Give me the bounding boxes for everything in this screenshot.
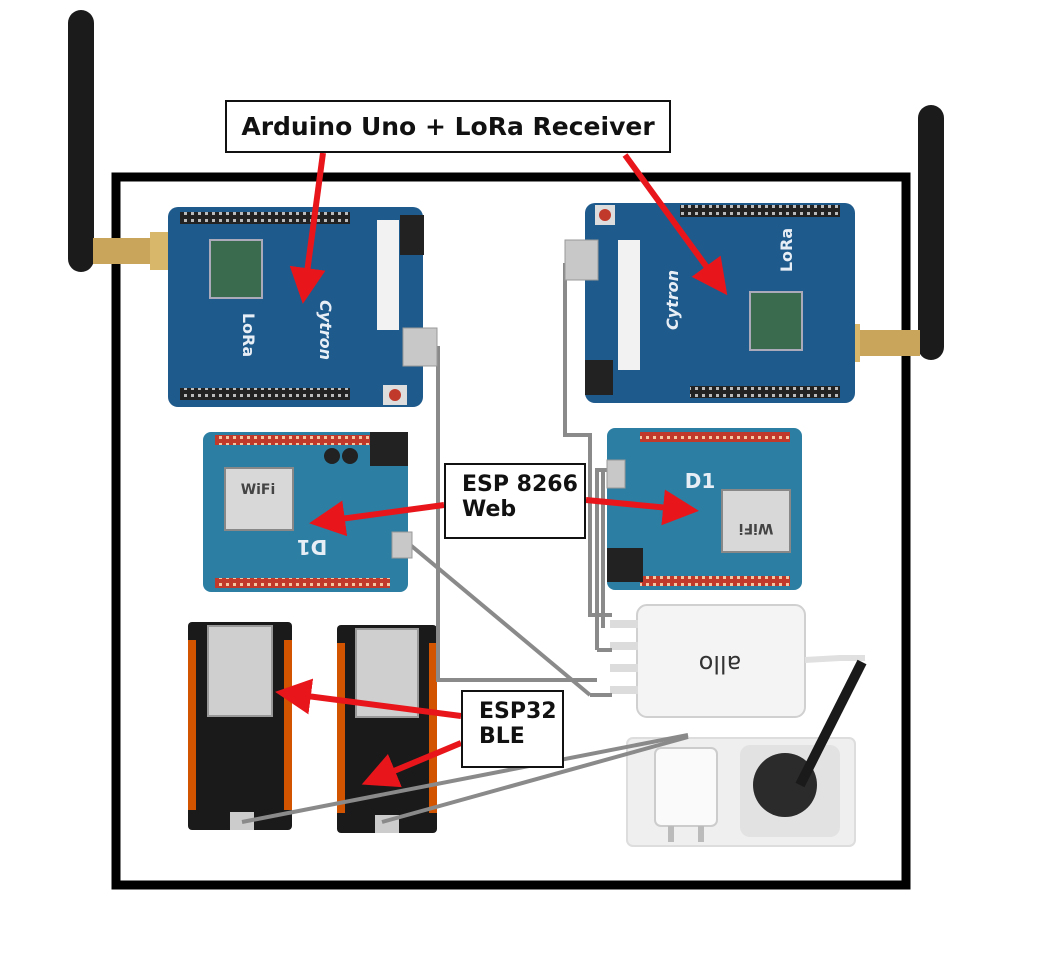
label-esp8266-web: ESP 8266 Web [444, 463, 586, 539]
right-wemos-d1-text: D1 [685, 469, 716, 493]
cables [241, 263, 689, 824]
left-wemos-connector [391, 531, 413, 559]
label-esp32-ble: ESP32 BLE [461, 690, 564, 768]
right-wemos-board: WiFi D1 [607, 428, 802, 590]
right-lora-grove-connector [564, 239, 599, 281]
label-esp32-line2: BLE [479, 723, 525, 749]
right-board-lora-text: LoRa [777, 228, 796, 272]
right-wemos-connector [606, 459, 626, 489]
left-wemos-board: WiFi D1 [203, 432, 408, 592]
left-lora-grove-connector [402, 327, 438, 367]
right-wemos-wifi-text: WiFi [739, 520, 774, 536]
label-esp32-line1: ESP32 [479, 699, 557, 724]
left-wemos-d1-text: D1 [297, 535, 328, 559]
arrow-lora-right [622, 153, 728, 296]
arrows [275, 152, 728, 788]
right-board-cytron-text: Cytron [663, 270, 682, 330]
wall-outlet [626, 659, 867, 847]
arrow-esp32-left [275, 678, 462, 719]
left-lora-board: Cytron LoRa [168, 207, 424, 407]
label-esp8266-line1: ESP 8266 [462, 472, 578, 497]
label-esp8266-line2: Web [462, 496, 517, 522]
charger-brand-text: allo [699, 650, 742, 678]
left-board-cytron-text: Cytron [316, 300, 335, 360]
arrow-lora-left [289, 152, 326, 304]
left-board-lora-text: LoRa [239, 313, 258, 357]
enclosure-outline [111, 172, 911, 890]
label-lora-text: Arduino Uno + LoRa Receiver [241, 111, 655, 141]
right-lora-board: Cytron LoRa [585, 203, 855, 403]
arrow-esp8266-left [309, 500, 445, 537]
left-wemos-wifi-text: WiFi [241, 482, 276, 498]
arrow-esp8266-right [585, 489, 699, 526]
label-arduino-lora-receiver: Arduino Uno + LoRa Receiver [225, 100, 671, 153]
left-antenna [68, 10, 175, 272]
esp32-board-left [188, 622, 292, 830]
arrow-esp32-right [361, 740, 463, 788]
usb-charger-hub: allo [610, 604, 865, 718]
